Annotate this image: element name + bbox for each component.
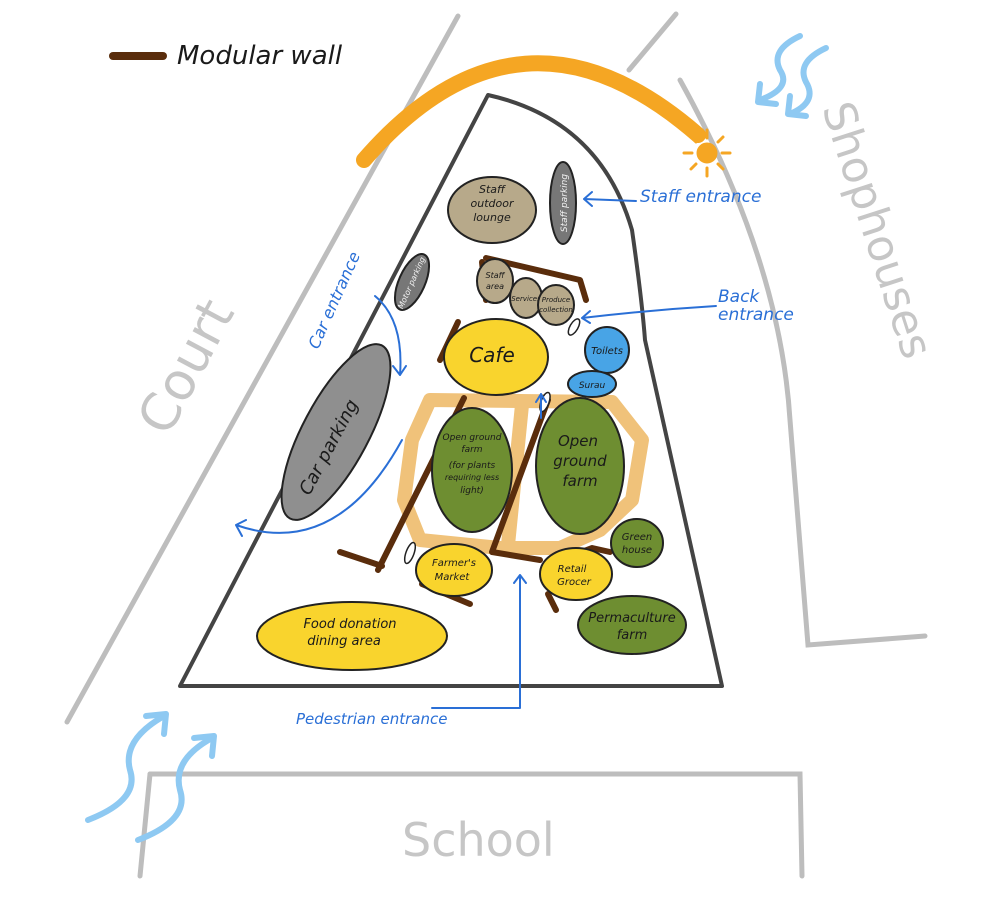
court-label: Court xyxy=(127,290,247,444)
surau-zone xyxy=(567,370,617,398)
back-entrance-arrow xyxy=(581,305,717,324)
legend: Modular wall xyxy=(109,41,343,71)
cafe-label: Cafe xyxy=(469,343,515,367)
open-farm-right-label-2: ground xyxy=(553,452,607,470)
permaculture-label-1: Permaculture xyxy=(588,611,676,626)
farmers-market-label-2: Market xyxy=(435,572,471,583)
open-farm-left-label-2: farm xyxy=(461,445,482,455)
produce-collection-label-2: collection xyxy=(539,306,573,314)
permaculture-zone xyxy=(577,595,687,655)
toilets-label: Toilets xyxy=(591,346,623,357)
farmers-market-label-1: Farmer's xyxy=(432,558,476,569)
open-farm-left-label-1: Open ground xyxy=(443,433,502,443)
school-label: School xyxy=(402,813,555,867)
staff-parking-zone xyxy=(549,161,577,245)
motor-parking-zone xyxy=(393,253,431,311)
car-parking-zone xyxy=(280,343,392,521)
open-farm-left-label-5: light) xyxy=(460,486,483,496)
sun-icon xyxy=(682,128,732,178)
shophouses-label: Shophouses xyxy=(812,96,943,365)
open-farm-left-label-3: (for plants xyxy=(449,461,496,471)
zones: Staff outdoor lounge Staff parking Motor… xyxy=(256,161,687,671)
staff-area-label-2: area xyxy=(486,282,504,291)
retail-grocer-label-1: Retail xyxy=(558,564,587,575)
court-road-right-edge xyxy=(626,11,679,73)
green-house-zone xyxy=(610,518,664,568)
pedestrian-entrance-arrow xyxy=(431,574,527,709)
staff-area-label-1: Staff xyxy=(486,271,506,280)
back-entrance-label-1: Back xyxy=(718,287,760,307)
back-entrance-label-2: entrance xyxy=(718,305,794,325)
staff-entrance-label: Staff entrance xyxy=(640,187,761,207)
modular-wall-farm-center xyxy=(489,397,551,563)
food-donation-zone xyxy=(256,601,448,671)
door-back xyxy=(567,318,581,336)
cafe-zone xyxy=(443,318,549,396)
staff-area-zone xyxy=(476,258,514,304)
staff-lounge-label-1: Staff xyxy=(479,183,506,196)
produce-collection-label-1: Produce xyxy=(542,296,570,304)
door-market xyxy=(403,541,417,565)
cafe-path-arrow xyxy=(535,393,547,419)
staff-lounge-zone xyxy=(447,176,537,244)
food-donation-label-2: dining area xyxy=(307,634,381,649)
walkway-path-middle xyxy=(501,404,529,546)
car-entrance-label: Car entrance xyxy=(304,249,364,352)
circulation-arrows xyxy=(235,191,717,709)
wind-arrows-top-right xyxy=(755,33,829,119)
pedestrian-entrance-label: Pedestrian entrance xyxy=(296,710,447,728)
services-label: Services xyxy=(511,295,541,303)
staff-lounge-label-3: lounge xyxy=(473,211,511,224)
school-road-top xyxy=(147,771,805,879)
green-house-label-1: Green xyxy=(622,532,653,543)
sun-path-arc xyxy=(356,55,706,168)
farmers-market-zone xyxy=(415,543,493,597)
car-entrance-arrow xyxy=(374,295,407,376)
produce-collection-zone xyxy=(537,284,575,326)
open-farm-left-label-4: requiring less xyxy=(445,473,499,482)
open-farm-right-zone xyxy=(535,397,625,535)
walkway-path xyxy=(397,393,649,555)
school-road-left xyxy=(137,771,153,879)
open-farm-left-zone xyxy=(431,407,513,533)
food-donation-label-1: Food donation xyxy=(303,617,396,632)
retail-grocer-label-2: Grocer xyxy=(557,577,592,588)
green-house-label-2: house xyxy=(622,545,652,556)
open-farm-right-label-1: Open xyxy=(558,432,598,450)
retail-grocer-zone xyxy=(539,547,613,601)
staff-parking-label: Staff parking xyxy=(560,174,570,232)
staff-lounge-label-2: outdoor xyxy=(471,197,515,210)
permaculture-label-2: farm xyxy=(617,628,648,643)
wind-arrows-bottom-left xyxy=(85,711,217,843)
staff-entrance-arrow xyxy=(583,191,637,207)
surau-label: Surau xyxy=(579,381,606,391)
car-exit-arrow xyxy=(235,439,403,537)
modular-wall-staff-row xyxy=(483,255,589,303)
open-farm-right-label-3: farm xyxy=(562,472,597,490)
legend-modular-wall-label: Modular wall xyxy=(177,41,343,71)
